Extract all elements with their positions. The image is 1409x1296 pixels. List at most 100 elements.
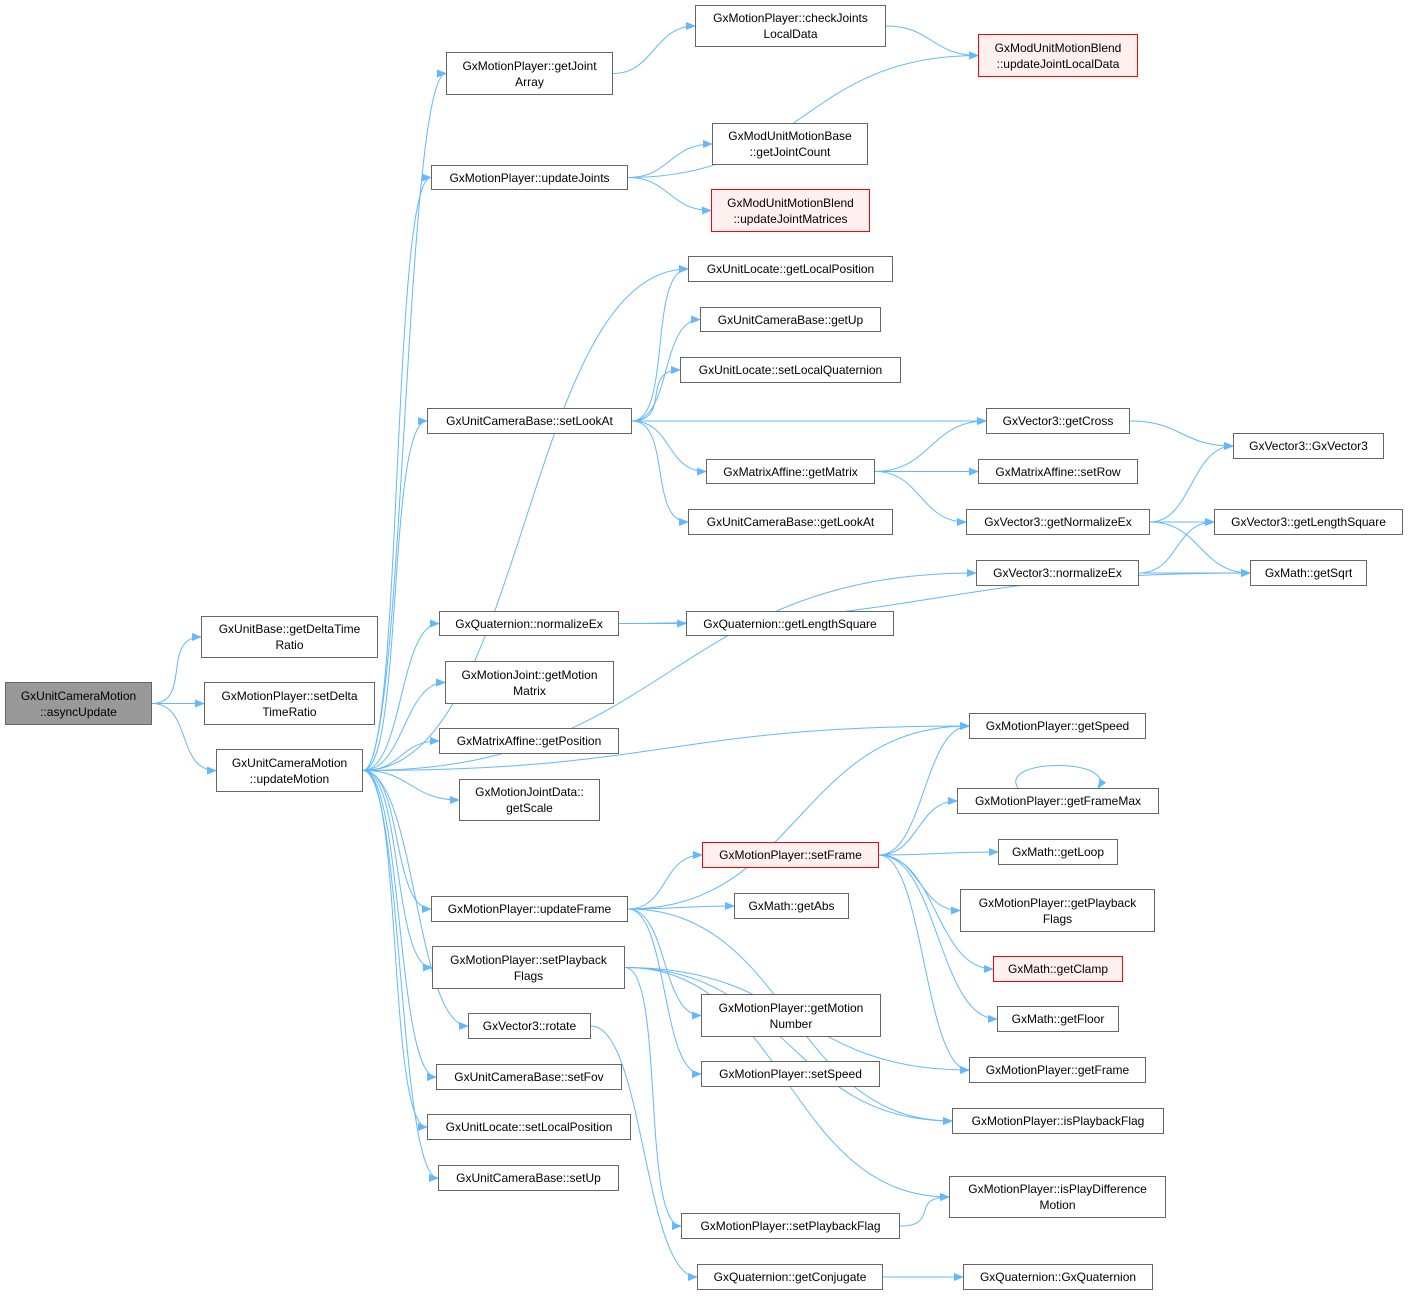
node-label-line: GxMatrixAffine::setRow (995, 464, 1121, 479)
node-getLoop[interactable]: GxMath::getLoop (998, 839, 1118, 865)
node-label-line: ::updateMotion (249, 771, 330, 786)
node-qNormalizeEx[interactable]: GxQuaternion::normalizeEx (439, 611, 619, 636)
node-setFrame[interactable]: GxMotionPlayer::setFrame (702, 842, 879, 868)
node-updateJointMatrices[interactable]: GxModUnitMotionBlend::updateJointMatrice… (711, 189, 870, 232)
node-setFov[interactable]: GxUnitCameraBase::setFov (436, 1064, 622, 1090)
edge-setFrame-to-getClamp (878, 854, 994, 973)
node-label-line: ::getJointCount (749, 145, 831, 159)
node-getLocalPosition[interactable]: GxUnitLocate::getLocalPosition (688, 256, 893, 282)
node-label-line: ::updateJointLocalData (996, 56, 1120, 71)
node-v3normalizeEx[interactable]: GxVector3::normalizeEx (976, 560, 1139, 586)
node-label-line: ::asyncUpdate (40, 704, 117, 719)
node-setLocalQuaternion[interactable]: GxUnitLocate::setLocalQuaternion (680, 357, 901, 383)
node-updateFrame[interactable]: GxMotionPlayer::updateFrame (431, 896, 628, 922)
node-getFrameMax[interactable]: GxMotionPlayer::getFrameMax (957, 788, 1159, 814)
edge-updateMotion-to-setFov (362, 770, 437, 1081)
node-label-line: GxQuaternion::getConjugate (713, 1270, 867, 1284)
node-label-line: GxVector3::normalizeEx (993, 566, 1122, 580)
node-getMatrix[interactable]: GxMatrixAffine::getMatrix (706, 459, 875, 484)
node-getSqrt[interactable]: GxMath::getSqrt (1250, 560, 1367, 586)
edge-setLookAt-to-getLookAt (631, 420, 689, 526)
node-setUp[interactable]: GxUnitCameraBase::setUp (438, 1165, 619, 1191)
node-label-line: GxUnitCameraBase::getLookAt (706, 515, 875, 529)
node-getScale[interactable]: GxMotionJointData::getScale (459, 779, 600, 821)
node-label-line: GxMotionPlayer::getFrameMax (974, 794, 1142, 808)
node-getClamp[interactable]: GxMath::getClamp (993, 956, 1123, 982)
edge-setPlaybackFlags-to-isPlaybackFlag (624, 967, 953, 1125)
node-getUp[interactable]: GxUnitCameraBase::getUp (700, 307, 881, 332)
node-isPlaybackFlag[interactable]: GxMotionPlayer::isPlaybackFlag (952, 1108, 1164, 1134)
node-label-line: GxMotionJointData:: (475, 785, 584, 799)
node-getFrame[interactable]: GxMotionPlayer::getFrame (969, 1057, 1146, 1083)
node-qGetLengthSquare[interactable]: GxQuaternion::getLengthSquare (686, 611, 894, 636)
node-label-line: GxMath::getFloor (1011, 1012, 1105, 1026)
node-label-line: getScale (506, 801, 553, 815)
edge-updateJoints-to-updateJointMatrices (627, 177, 712, 215)
node-label-line: GxUnitCameraBase::setLookAt (446, 414, 613, 428)
node-getFloor[interactable]: GxMath::getFloor (997, 1006, 1119, 1032)
edge-updateFrame-to-setSpeed (627, 908, 702, 1078)
edge-updateMotion-to-setLookAt (362, 417, 428, 771)
node-label-line: GxMotionJoint::getMotion (461, 667, 598, 682)
node-getJointCount[interactable]: GxModUnitMotionBase::getJointCount (712, 123, 868, 165)
node-label-line: GxVector3::getLengthSquare (1231, 515, 1386, 529)
node-getCross[interactable]: GxVector3::getCross (986, 408, 1130, 434)
node-updateJointLocalData[interactable]: GxModUnitMotionBlend::updateJointLocalDa… (978, 34, 1138, 77)
edge-setPlaybackFlags-to-setPlaybackFlag (624, 967, 682, 1230)
edge-setLookAt-to-getLocalPosition (631, 265, 689, 422)
edge-updateMotion-to-getPosition (362, 737, 440, 771)
node-getSpeed[interactable]: GxMotionPlayer::getSpeed (969, 713, 1146, 739)
node-label-line: GxMotionPlayer::setFrame (719, 848, 862, 862)
edge-updateMotion-to-rotate (362, 770, 469, 1030)
edge-getMatrix-to-getNormalizeEx (874, 471, 967, 526)
node-updateMotion[interactable]: GxUnitCameraMotion::updateMotion (216, 749, 363, 792)
node-rotate[interactable]: GxVector3::rotate (468, 1013, 591, 1039)
node-asyncUpdate[interactable]: GxUnitCameraMotion::asyncUpdate (5, 682, 152, 725)
node-label-line: Number (769, 1016, 813, 1031)
node-getPosition[interactable]: GxMatrixAffine::getPosition (439, 728, 619, 754)
node-setLocalPosition[interactable]: GxUnitLocate::setLocalPosition (427, 1114, 631, 1140)
node-v3getLengthSquare[interactable]: GxVector3::getLengthSquare (1214, 509, 1403, 535)
edge-setFrame-to-getSpeed (878, 722, 970, 856)
node-label-line: GxUnitLocate::getLocalPosition (706, 262, 875, 276)
node-label-line: ::updateJointMatrices (733, 211, 848, 226)
node-getNormalizeEx[interactable]: GxVector3::getNormalizeEx (966, 509, 1150, 535)
node-label-line: Flags (513, 968, 544, 983)
node-getConjugate[interactable]: GxQuaternion::getConjugate (697, 1264, 883, 1290)
edge-updateFrame-to-getSpeed (627, 722, 970, 910)
edge-getFrameMax-to-getFrameMax (1015, 765, 1107, 789)
edge-setFrame-to-getFrameMax (878, 797, 958, 856)
node-label-line: GxQuaternion::getLengthSquare (703, 616, 877, 631)
node-GxVector3[interactable]: GxVector3::GxVector3 (1233, 433, 1384, 459)
node-getLookAt[interactable]: GxUnitCameraBase::getLookAt (688, 509, 893, 535)
edge-updateFrame-to-setFrame (627, 851, 703, 910)
edge-getMatrix-to-getCross (874, 417, 987, 472)
edge-getJointArray-to-checkJointsLocalData (612, 22, 696, 74)
node-setSpeed[interactable]: GxMotionPlayer::setSpeed (701, 1061, 880, 1087)
node-label-line: GxQuaternion::GxQuaternion (979, 1270, 1137, 1284)
node-label-line: GxMotionPlayer::getFrame (985, 1063, 1130, 1077)
node-label-line: GxMotionPlayer::getJoint (462, 58, 597, 73)
node-label-line: Ratio (275, 638, 304, 652)
node-updateJoints[interactable]: GxMotionPlayer::updateJoints (431, 165, 628, 190)
edge-setLookAt-to-setLocalQuaternion (631, 366, 681, 422)
node-label-line: GxMotionPlayer::setDelta (221, 688, 358, 703)
node-setRow[interactable]: GxMatrixAffine::setRow (978, 459, 1138, 484)
edge-getNormalizeEx-to-getSqrt (1149, 521, 1251, 577)
node-GxQuaternion[interactable]: GxQuaternion::GxQuaternion (963, 1264, 1153, 1290)
node-label-line: GxUnitCameraBase::setUp (456, 1171, 601, 1185)
node-getAbs[interactable]: GxMath::getAbs (734, 893, 849, 919)
node-setLookAt[interactable]: GxUnitCameraBase::setLookAt (427, 408, 632, 434)
node-setPlaybackFlag[interactable]: GxMotionPlayer::setPlaybackFlag (681, 1213, 900, 1239)
edge-updateFrame-to-getMotionNumber (627, 908, 702, 1020)
